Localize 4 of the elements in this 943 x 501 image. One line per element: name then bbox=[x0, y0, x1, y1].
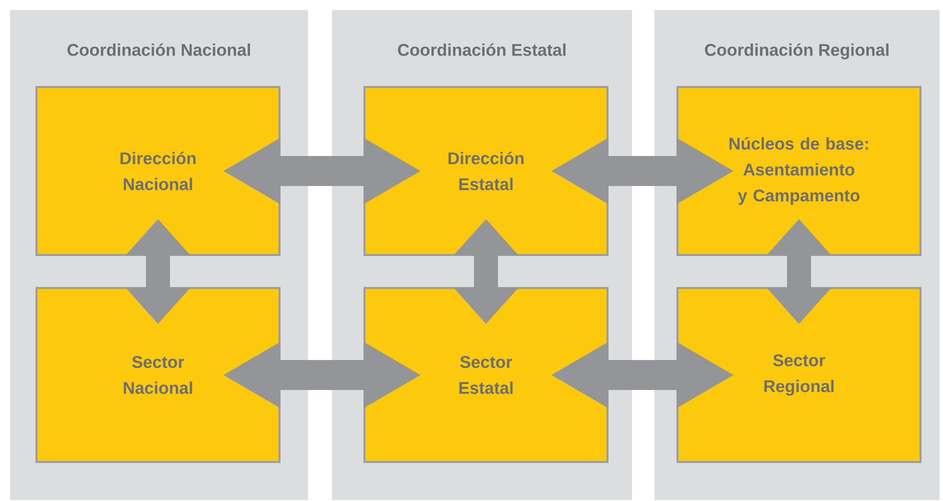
box: Núcleos de base: Asentamiento y Campamento bbox=[676, 86, 922, 256]
box: Dirección Nacional bbox=[36, 86, 280, 256]
box: Sector Nacional bbox=[36, 287, 280, 463]
box: Sector Regional bbox=[676, 287, 922, 463]
